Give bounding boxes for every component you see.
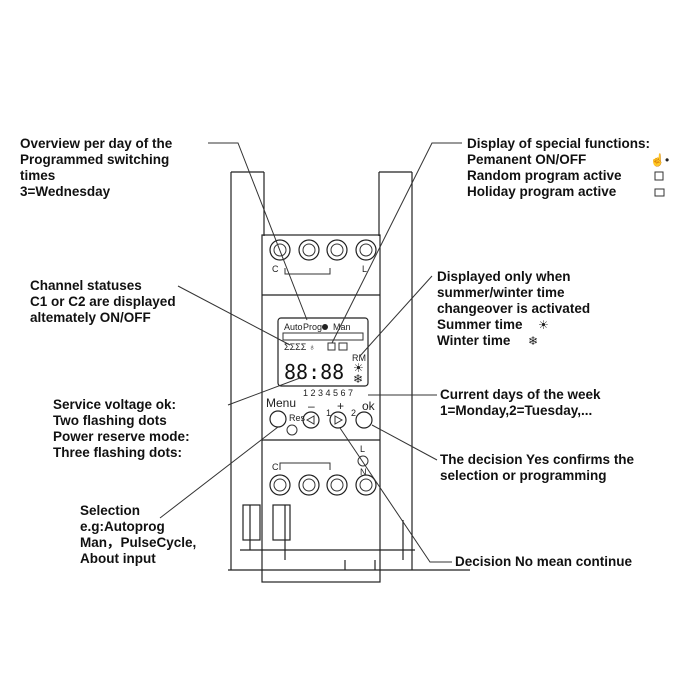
svg-text:Holiday program active: Holiday program active — [467, 184, 617, 199]
holiday-icon — [654, 188, 665, 197]
svg-text:Man，PulseCycle,: Man，PulseCycle, — [80, 535, 196, 550]
plus-button[interactable] — [329, 411, 347, 429]
menu-button[interactable] — [269, 410, 287, 428]
svg-text:C1 or C2 are displayed: C1 or C2 are displayed — [30, 294, 176, 309]
svg-text:e.g:Autoprog: e.g:Autoprog — [80, 519, 165, 534]
svg-text:Channel statuses: Channel statuses — [30, 278, 142, 293]
rm-label: RM — [352, 353, 366, 363]
svg-text:Displayed only when: Displayed only when — [437, 269, 571, 284]
clock-icon — [322, 324, 328, 330]
svg-text:Current days of the week: Current days of the week — [440, 387, 601, 402]
channel-status-icon: ΣΣΣΣ ♁ — [284, 342, 316, 352]
svg-text:Random program active: Random program active — [467, 168, 622, 183]
label-yes: The decision Yes confirms the selection … — [440, 452, 635, 483]
svg-text:changeover is activated: changeover is activated — [437, 301, 590, 316]
svg-text:selection or programming: selection or programming — [440, 468, 607, 483]
ok-label: ok — [362, 399, 376, 413]
svg-text:times: times — [20, 168, 55, 183]
holiday-icon — [338, 342, 348, 351]
minus-button[interactable] — [302, 411, 320, 429]
label-special-functions: Display of special functions: Pemanent O… — [467, 136, 669, 199]
res-label: Res — [289, 413, 306, 423]
svg-text:Selection: Selection — [80, 503, 140, 518]
label-days: Current days of the week 1=Monday,2=Tues… — [440, 387, 601, 418]
random-icon — [327, 342, 336, 351]
svg-text:The decision Yes confirms the: The decision Yes confirms the — [440, 452, 635, 467]
svg-text:altemately ON/OFF: altemately ON/OFF — [30, 310, 151, 325]
hand-icon: ☝• — [650, 152, 669, 167]
svg-text:About input: About input — [80, 551, 156, 566]
svg-text:1=Monday,2=Tuesday,...: 1=Monday,2=Tuesday,... — [440, 403, 592, 418]
n-label: N — [360, 467, 367, 477]
svg-text:Two flashing dots: Two flashing dots — [53, 413, 167, 428]
leader-lines — [159, 142, 462, 563]
label-summer-winter: Displayed only when summer/winter time c… — [437, 269, 590, 348]
svg-text:Three flashing dots:: Three flashing dots: — [53, 445, 182, 460]
menu-label: Menu — [266, 396, 296, 410]
plus-label: + — [337, 399, 344, 413]
wiring — [228, 171, 470, 571]
label-selection: Selection e.g:Autoprog Man，PulseCycle, A… — [80, 503, 196, 566]
reset-button[interactable] — [286, 424, 298, 436]
label-voltage: Service voltage ok: Two flashing dots Po… — [53, 397, 190, 460]
label-decision-no: Decision No mean continue — [455, 554, 633, 569]
svg-text:summer/winter time: summer/winter time — [437, 285, 565, 300]
svg-text:Service voltage ok:: Service voltage ok: — [53, 397, 176, 412]
days-of-week: 1 2 3 4 5 6 7 — [303, 388, 353, 398]
svg-text:Summer time: Summer time — [437, 317, 523, 332]
random-icon — [654, 171, 664, 181]
minus-label: – — [308, 399, 315, 413]
top-terminals: C L — [269, 239, 377, 275]
ok-button[interactable] — [355, 411, 373, 429]
lcd-prog: Prog — [303, 322, 322, 332]
lcd-auto: Auto — [284, 322, 303, 332]
l-label: L — [360, 444, 365, 454]
terminal-l-label: L — [362, 264, 367, 274]
button-2-label: 2 — [351, 408, 356, 418]
timer-device: C L Auto Prog Man ΣΣΣΣ ♁ 88:88 RM ☀ ❄ 1 … — [261, 234, 381, 583]
svg-text:Programmed switching: Programmed switching — [20, 152, 169, 167]
svg-text:Winter time: Winter time — [437, 333, 511, 348]
svg-text:Display of special functions:: Display of special functions: — [467, 136, 650, 151]
label-channel: Channel statuses C1 or C2 are displayed … — [30, 278, 176, 325]
svg-text:Overview per day of the: Overview per day of the — [20, 136, 173, 151]
sun-icon: ☀ — [353, 361, 364, 375]
sun-icon: ☀ — [538, 318, 549, 332]
terminal-c2-label: C — [272, 462, 279, 472]
bottom-terminals: C L N — [269, 444, 377, 496]
lcd-man: Man — [333, 322, 351, 332]
lcd-display — [277, 317, 369, 387]
label-overview: Overview per day of the Programmed switc… — [20, 136, 173, 199]
button-1-label: 1 — [326, 408, 331, 418]
snowflake-icon: ❄ — [353, 372, 363, 386]
terminal-c1-label: C — [272, 264, 279, 274]
svg-text:3=Wednesday: 3=Wednesday — [20, 184, 111, 199]
snowflake-icon: ❄ — [528, 334, 538, 348]
motor-icon — [357, 455, 369, 467]
svg-text:Pemanent ON/OFF: Pemanent ON/OFF — [467, 152, 586, 167]
svg-text:Power reserve mode:: Power reserve mode: — [53, 429, 190, 444]
